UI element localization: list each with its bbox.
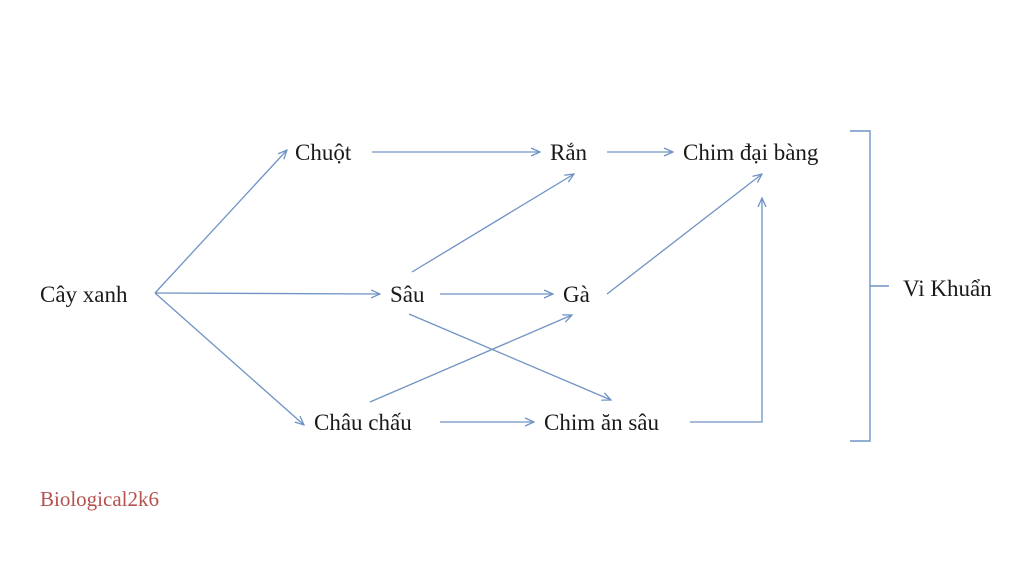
node-ran: Rắn: [550, 140, 588, 165]
node-vi-khuan: Vi Khuẩn: [903, 276, 992, 301]
node-sau: Sâu: [390, 282, 425, 307]
edge-sau-to-ran: [411, 174, 574, 273]
node-ga: Gà: [563, 282, 590, 307]
edge-ga-to-chim-dai-bang: [606, 174, 762, 295]
node-chim-an-sau: Chim ăn sâu: [544, 410, 659, 435]
decomposer-brace: [850, 130, 889, 442]
node-chau-chau: Châu chấu: [314, 410, 412, 435]
edge-cay-xanh-to-sau: [154, 293, 380, 294]
edge-chau-chau-to-ga: [369, 315, 572, 403]
watermark-text: Biological2k6: [40, 487, 159, 511]
edge-cay-xanh-to-chuot: [154, 150, 287, 294]
node-cay-xanh: Cây xanh: [40, 282, 128, 307]
edge-cay-xanh-to-chau-chau: [154, 292, 304, 425]
edge-chim-an-sau-to-chim-dai-bang: [690, 198, 762, 423]
edge-sau-to-chim-an-sau: [408, 313, 611, 400]
node-chim-dai-bang: Chim đại bàng: [683, 140, 819, 165]
node-chuot: Chuột: [295, 140, 352, 165]
